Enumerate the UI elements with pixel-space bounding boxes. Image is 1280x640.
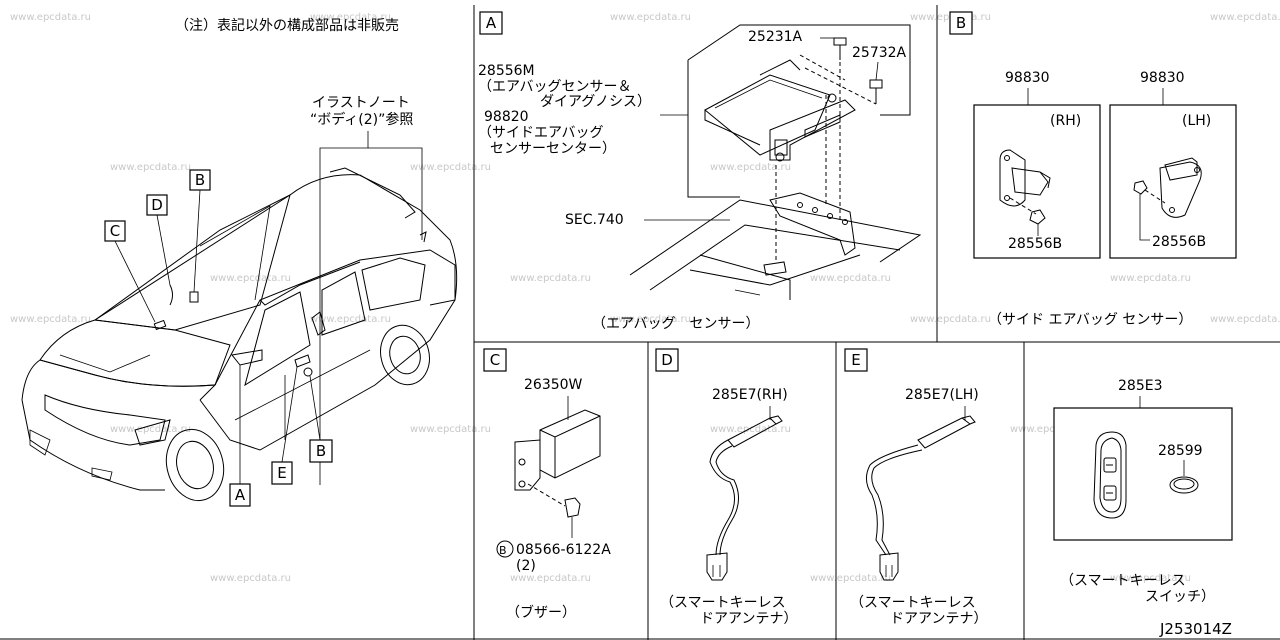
callout-e-label: E [277, 464, 286, 482]
part-98830-rh: 98830 [1005, 70, 1050, 86]
part-28599: 28599 [1158, 443, 1203, 459]
watermark: www.epcdata.ru [1110, 573, 1191, 584]
part-25732a: 25732A [852, 45, 907, 61]
callout-b2-box [309, 439, 333, 463]
desc-98820-1: （サイドエアバッグ [478, 125, 603, 141]
watermark: www.epcdata.ru [410, 424, 491, 435]
panel-a: A 28556M （エアバッグセンサー＆ ダイアグノシス） 98820 （サイド… [478, 11, 922, 332]
diagram-id: J253014Z [1159, 620, 1232, 638]
watermark: www.epcdata.ru [1210, 12, 1280, 23]
watermark: www.epcdata.ru [1010, 424, 1091, 435]
watermark: www.epcdata.ru [210, 273, 291, 284]
panel-d-letter: D [661, 351, 673, 369]
part-285e7-rh: 285E7(RH) [712, 387, 788, 403]
callout-a-label: A [235, 486, 246, 504]
part-25231a: 25231A [748, 29, 803, 45]
watermark: www.epcdata.ru [1210, 314, 1280, 325]
rh-label: (RH) [1050, 113, 1081, 129]
callout-a-box [229, 483, 251, 507]
panel-f: 285E3 28599 （スマートキーレス スイッチ） [1053, 378, 1233, 605]
panel-e-caption-2: ドアアンテナ） [890, 611, 987, 627]
panel-a-caption: （エアバッグ センサー） [592, 316, 759, 332]
watermark: www.epcdata.ru [10, 314, 91, 325]
panel-e-caption-1: （スマートキーレス [850, 595, 976, 611]
watermark: www.epcdata.ru [1110, 273, 1191, 284]
panel-c-letter: C [490, 351, 500, 369]
vehicle-illustration [21, 167, 458, 502]
bolt-08566-6122a: 08566-6122A [516, 542, 611, 558]
watermark: www.epcdata.ru [810, 273, 891, 284]
nut-28556b-lh: 28556B [1152, 234, 1206, 250]
panel-c-caption: （ブザー） [506, 604, 576, 621]
panel-d-caption-1: （スマートキーレス [660, 595, 786, 611]
body-reference: “ボディ(2)”参照 [310, 111, 413, 128]
part-28556m: 28556M [478, 63, 535, 79]
illustration-note: イラストノート [312, 95, 410, 111]
panel-e-letter: E [851, 351, 860, 369]
callout-b-box [189, 169, 211, 191]
panel-f-caption-1: （スマートキーレス [1060, 573, 1186, 589]
panel-b-caption: （サイド エアバッグ センサー） [988, 312, 1192, 328]
callout-b2-label: B [316, 442, 326, 460]
watermark: www.epcdata.ru [510, 273, 591, 284]
leader-line [319, 131, 369, 485]
part-285e3: 285E3 [1118, 378, 1162, 394]
callout-b-label: B [195, 171, 205, 189]
watermark: www.epcdata.ru [110, 424, 191, 435]
note-not-sold: （注）表記以外の構成部品は非販売 [175, 17, 399, 34]
callout-d-label: D [151, 196, 163, 214]
watermark: www.epcdata.ru [310, 314, 391, 325]
bolt-qty: (2) [516, 558, 536, 574]
watermark: www.epcdata.ru [610, 12, 691, 23]
panel-a-letter: A [486, 14, 497, 32]
panel-dividers [0, 5, 1280, 640]
watermark: www.epcdata.ru [810, 573, 891, 584]
watermark: www.epcdata.ru [910, 314, 991, 325]
watermark: www.epcdata.ru [710, 424, 791, 435]
watermark: www.epcdata.ru [310, 12, 391, 23]
nut-28556b-rh: 28556B [1008, 236, 1062, 252]
panel-b: B 98830 98830 (RH) (LH) 28556B 28556B （サ… [949, 11, 1237, 328]
watermark: www.epcdata.ru [210, 573, 291, 584]
callout-c-label: C [110, 222, 120, 240]
panel-d: D 285E7(RH) （スマートキーレス ドアアンテナ） [655, 348, 797, 627]
part-26350w: 26350W [524, 377, 583, 393]
desc-98820-2: センサーセンター） [490, 141, 616, 157]
watermark: www.epcdata.ru [10, 12, 91, 23]
watermark: www.epcdata.ru [510, 573, 591, 584]
bolt-mark: B [499, 544, 507, 557]
panel-c: C 26350W B 08566-6122A (2) （ブザー） [483, 348, 611, 621]
desc-28556m-1: （エアバッグセンサー＆ [478, 79, 631, 95]
watermark: www.epcdata.ru [410, 162, 491, 173]
callout-leaders [114, 189, 321, 484]
desc-28556m-2: ダイアグノシス） [540, 94, 651, 110]
panel-f-caption-2: スイッチ） [1145, 589, 1215, 605]
callout-boxes: C D B A E B [104, 169, 333, 507]
watermark: www.epcdata.ru [710, 162, 791, 173]
sec-740: SEC.740 [565, 212, 624, 228]
callout-c-box [104, 220, 126, 242]
part-285e7-lh: 285E7(LH) [905, 387, 979, 403]
callout-d-box [146, 194, 168, 216]
part-98820: 98820 [484, 109, 529, 125]
watermark: www.epcdata.ru [110, 162, 191, 173]
panel-d-caption-2: ドアアンテナ） [700, 611, 797, 627]
leader-line [368, 147, 423, 240]
part-98830-lh: 98830 [1140, 70, 1185, 86]
panel-b-letter: B [956, 14, 966, 32]
lh-label: (LH) [1182, 113, 1211, 129]
watermark: www.epcdata.ru [610, 314, 691, 325]
callout-e-box [271, 461, 293, 485]
panel-e: E 285E7(LH) （スマートキーレス ドアアンテナ） [844, 348, 987, 627]
